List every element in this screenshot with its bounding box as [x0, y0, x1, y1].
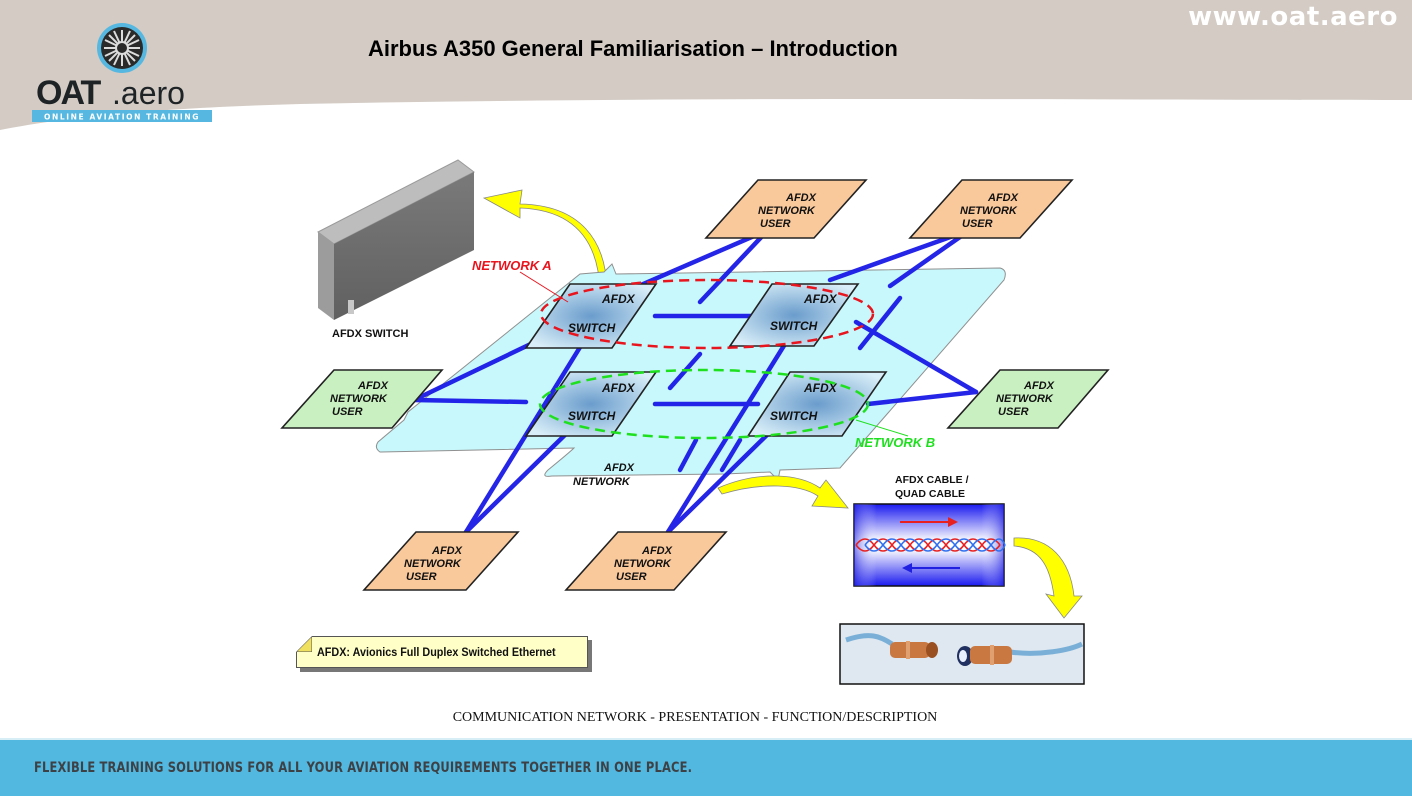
slide-title: Airbus A350 General Familiarisation – In…: [368, 36, 898, 61]
network-user-4: AFDX NETWORK USER: [946, 369, 1110, 429]
oat-logo[interactable]: OAT .aero ONLINE AVIATION TRAINING: [30, 22, 215, 124]
afdx-switch-device: [317, 159, 475, 320]
logo-tagline: ONLINE AVIATION TRAINING: [44, 113, 200, 122]
network-plane-label-line1: AFDX: [603, 462, 635, 474]
cable-connector-photo: [839, 623, 1085, 685]
network-user-2: AFDX NETWORK USER: [908, 179, 1074, 239]
afdx-network-diagram: AFDX SWITCH AFDX SWI: [280, 159, 1110, 685]
user-2-line3: USER: [962, 218, 993, 230]
network-user-3: AFDX NETWORK USER: [280, 369, 444, 429]
switch-4-line2: SWITCH: [770, 409, 818, 423]
header-band: [0, 0, 1412, 130]
switch-1-line1: AFDX: [601, 292, 636, 306]
afdx-switch-1: AFDX SWITCH: [524, 283, 658, 349]
user-2-line1: AFDX: [987, 192, 1019, 204]
user-3-line1: AFDX: [357, 380, 389, 392]
network-user-1: AFDX NETWORK USER: [704, 179, 868, 239]
network-user-5: AFDX NETWORK USER: [362, 531, 520, 591]
network-b-leader: [855, 419, 909, 437]
network-plane-label-line2: NETWORK: [573, 476, 631, 488]
footer-banner: FLEXIBLE TRAINING SOLUTIONS FOR ALL YOUR…: [0, 738, 1412, 796]
switch-3-line2: SWITCH: [568, 409, 616, 423]
switch-3-line1: AFDX: [601, 381, 636, 395]
afdx-definition-note: AFDX: Avionics Full Duplex Switched Ethe…: [296, 636, 588, 668]
logo-brand-suffix: .aero: [112, 75, 185, 111]
cable-label-line1: AFDX CABLE /: [895, 474, 969, 486]
user-1-line2: NETWORK: [758, 205, 816, 217]
user-6-line1: AFDX: [641, 545, 673, 557]
network-b-label: NETWORK B: [855, 435, 935, 450]
arrow-to-photo: [1013, 537, 1083, 619]
switch-2-line2: SWITCH: [770, 319, 818, 333]
user-4-line1: AFDX: [1023, 380, 1055, 392]
user-5-line2: NETWORK: [404, 558, 462, 570]
afdx-switch-3: AFDX SWITCH: [524, 371, 658, 437]
arrow-to-switch-device: [482, 189, 608, 291]
cable-label-line2: QUAD CABLE: [895, 488, 965, 500]
afdx-switch-2: AFDX SWITCH: [728, 283, 860, 347]
network-a-leader: [519, 271, 569, 303]
logo-brand-main: OAT: [36, 74, 101, 112]
user-3-line3: USER: [332, 406, 363, 418]
user-1-line3: USER: [760, 218, 791, 230]
user-1-line1: AFDX: [785, 192, 817, 204]
arrow-to-cable: [717, 475, 849, 509]
afdx-switch-device-label: AFDX SWITCH: [332, 328, 408, 340]
network-b-ring: [538, 368, 870, 440]
user-2-line2: NETWORK: [960, 205, 1018, 217]
user-4-line2: NETWORK: [996, 393, 1054, 405]
switch-2-line1: AFDX: [803, 292, 838, 306]
switch-1-line2: SWITCH: [568, 321, 616, 335]
user-5-line1: AFDX: [431, 545, 463, 557]
jet-engine-icon: [97, 23, 147, 73]
user-3-line2: NETWORK: [330, 393, 388, 405]
user-6-line2: NETWORK: [614, 558, 672, 570]
network-user-6: AFDX NETWORK USER: [564, 531, 728, 591]
afdx-definition-text: AFDX: Avionics Full Duplex Switched Ethe…: [317, 645, 556, 659]
network-a-label: NETWORK A: [472, 258, 552, 273]
user-4-line3: USER: [998, 406, 1029, 418]
switch-4-line1: AFDX: [803, 381, 838, 395]
footer-tagline: FLEXIBLE TRAINING SOLUTIONS FOR ALL YOUR…: [34, 760, 693, 776]
quad-cable-illustration: [853, 503, 1006, 587]
user-6-line3: USER: [616, 571, 647, 583]
user-5-line3: USER: [406, 571, 437, 583]
slide-caption: COMMUNICATION NETWORK - PRESENTATION - F…: [452, 710, 938, 725]
folded-corner-icon: [296, 636, 312, 652]
network-a-ring: [539, 278, 875, 350]
site-url[interactable]: www.oat.aero: [1188, 2, 1398, 32]
network-links: [411, 227, 979, 535]
